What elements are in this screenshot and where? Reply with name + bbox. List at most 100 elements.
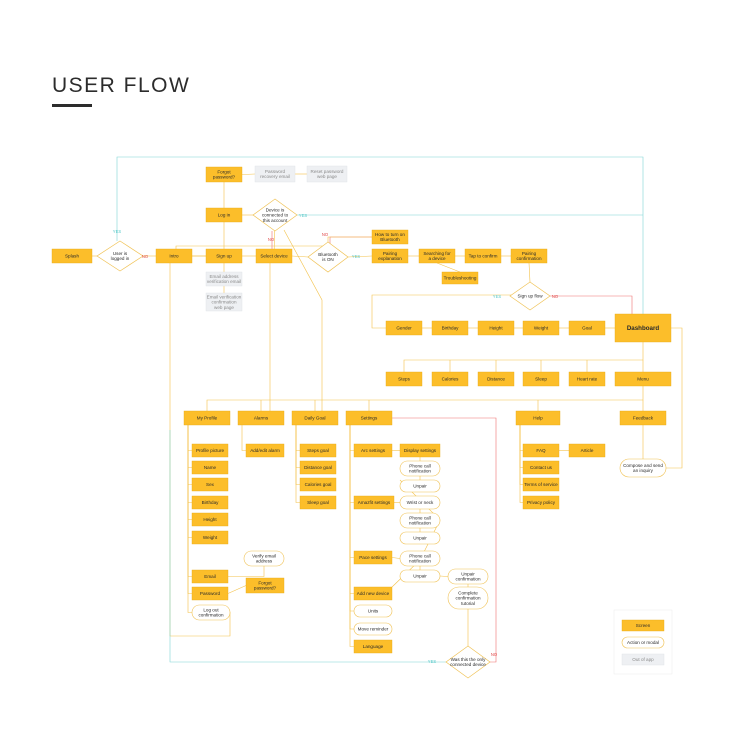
- edge-label-no-logged: NO: [142, 254, 149, 259]
- node-terms: Terms of service: [522, 477, 560, 492]
- node-sleepgoal: Sleep goal: [299, 495, 337, 510]
- node-email: Email: [191, 569, 229, 584]
- node-birthday2: Birthday: [191, 495, 229, 510]
- node-label-addnew: Add new device: [357, 591, 390, 596]
- node-signupflow: Sign up flow: [509, 281, 551, 311]
- legend-item-screen: Screen: [621, 619, 665, 632]
- node-arcset: Arc settings: [353, 443, 393, 458]
- connector-myprofile-profilepic: [187, 425, 192, 451]
- node-alarms: Alarms: [237, 410, 285, 426]
- node-label-heartrate: Heart rate: [577, 377, 598, 382]
- node-label-calories: Calories: [442, 377, 460, 382]
- node-label-faq: FAQ: [536, 448, 546, 453]
- connector-help-contact: [519, 425, 523, 468]
- node-login: Log in: [205, 207, 243, 223]
- node-myprofile: My Profile: [183, 410, 231, 426]
- node-label-goal: Goal: [582, 326, 592, 331]
- node-sex: Sex: [191, 477, 229, 492]
- node-unpair3: Unpair: [399, 569, 441, 583]
- connector-forgot1-pwemail: [241, 173, 256, 175]
- edge-label-no-devconn: NO: [268, 237, 275, 242]
- node-splash: Splash: [51, 248, 93, 264]
- inquiry-return-connector: [666, 327, 683, 469]
- node-label-myprofile: My Profile: [197, 416, 218, 421]
- node-label-menu: Menu: [637, 377, 649, 382]
- node-birthday1: Birthday: [431, 320, 469, 336]
- connector-settings-language: [349, 425, 354, 647]
- node-calgoal: Calories goal: [299, 477, 337, 492]
- node-label-addalarm: Add/edit alarm: [250, 448, 280, 453]
- node-move: Move reminder: [353, 622, 393, 636]
- node-intro: Intro: [155, 248, 193, 264]
- node-units: Units: [353, 604, 393, 618]
- connector-dailygoal-distgoal: [295, 425, 300, 468]
- connector-help-privacy: [519, 425, 523, 503]
- node-trouble: Troubleshooting: [441, 271, 479, 285]
- connector-myprofile-sex: [187, 425, 192, 485]
- node-label-contact: Contact us: [530, 465, 553, 470]
- node-dailygoal: Daily Goal: [291, 410, 339, 426]
- node-unpair1: Unpair: [399, 479, 441, 493]
- node-help: Help: [515, 410, 561, 426]
- node-label-distgoal: Distance goal: [304, 465, 332, 470]
- yes-connector-to-dashboard: [116, 156, 644, 314]
- node-privacy: Privacy policy: [522, 495, 560, 510]
- node-label-splash: Splash: [65, 254, 79, 259]
- node-label-dashboard: Dashboard: [627, 325, 660, 332]
- node-stepsgoal: Steps goal: [299, 443, 337, 458]
- node-label-dailygoal: Daily Goal: [304, 416, 325, 421]
- node-label-units: Units: [368, 609, 379, 614]
- dashboard-stat-connector: [403, 342, 644, 372]
- node-label-amazfit: Amazfit settings: [358, 500, 391, 505]
- edge-label-no-bt: NO: [322, 232, 329, 237]
- only-device-no-connector: [392, 417, 497, 663]
- only-device-yes-connector: [169, 430, 446, 663]
- connector-search-trouble: [436, 262, 461, 273]
- node-distance: Distance: [477, 371, 515, 387]
- connector-unpair3-unpairconf: [439, 575, 449, 577]
- node-label-height2: Height: [203, 517, 217, 522]
- page-title: USER FLOW: [52, 74, 191, 97]
- legend-label-screen: Screen: [636, 623, 651, 628]
- node-label-sex: Sex: [206, 482, 215, 487]
- node-label-unpair2: Unpair: [413, 536, 427, 541]
- node-label-steps: Steps: [398, 377, 410, 382]
- connector-help-faq: [519, 425, 523, 451]
- node-tap: Tap to confirm: [464, 248, 502, 264]
- node-label-seldev: Select device: [260, 254, 288, 259]
- node-label-settings: Settings: [361, 416, 378, 421]
- node-addalarm: Add/edit alarm: [245, 443, 285, 458]
- connector-seldev-bt: [291, 255, 309, 258]
- node-faq: FAQ: [522, 443, 560, 458]
- node-label-trouble: Troubleshooting: [444, 276, 477, 281]
- edge-label-yes-signupflow: YES: [493, 294, 502, 299]
- node-label-height1: Height: [489, 326, 503, 331]
- node-label-signup: Sign up: [216, 254, 232, 259]
- node-label-language: Language: [363, 644, 384, 649]
- connector-email-verifyemail: [228, 566, 265, 577]
- node-label-weight2: Weight: [203, 535, 218, 540]
- legend-item-action: Action or modal: [621, 636, 665, 649]
- node-label-birthday1: Birthday: [442, 326, 460, 331]
- node-sleep: Sleep: [522, 371, 560, 387]
- node-label-alarms: Alarms: [254, 416, 269, 421]
